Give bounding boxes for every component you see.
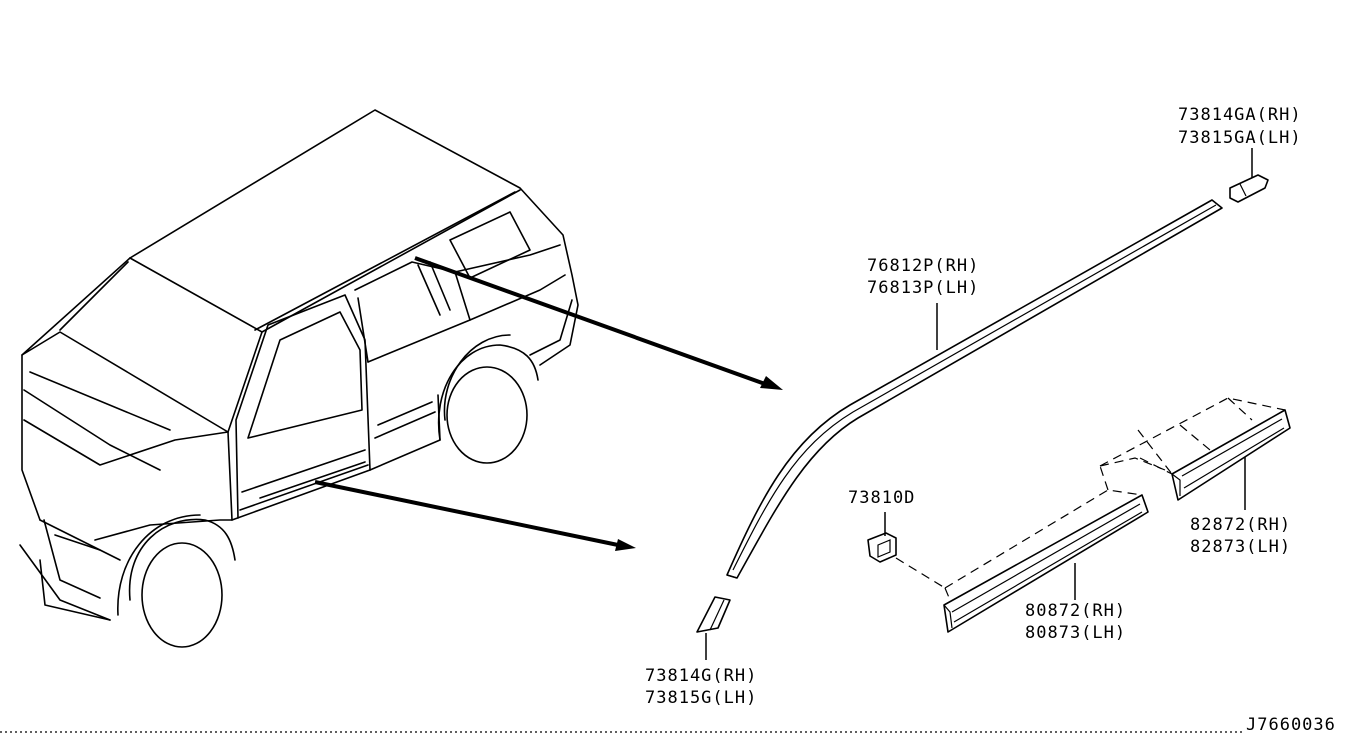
roof-molding-part (726, 199, 1223, 579)
front-door-molding-rh-label: 80872(RH) (1025, 601, 1126, 621)
rear-door-molding-part (1099, 397, 1291, 510)
front-door-molding-lh-label: 80873(LH) (1025, 623, 1126, 643)
front-door-molding-part (943, 457, 1166, 633)
callout-arrows (314, 256, 783, 551)
lower-clip-lh-label: 73815G(LH) (645, 688, 757, 708)
upper-clip-lh-label: 73815GA(LH) (1178, 128, 1302, 148)
lower-clip-part (696, 596, 731, 660)
arrowhead-lower (615, 539, 636, 551)
diagram-id-label: J7660036 (1246, 715, 1336, 735)
upper-clip-rh-label: 73814GA(RH) (1178, 105, 1302, 125)
arrow-lower (314, 480, 619, 547)
roof-molding-rh-label: 76812P(RH) (867, 256, 979, 276)
rear-door-molding-lh-label: 82873(LH) (1190, 537, 1291, 557)
arrow-upper (414, 256, 766, 386)
roof-molding-lh-label: 76813P(LH) (867, 278, 979, 298)
fastener-label: 73810D (848, 488, 915, 508)
upper-clip-part (1229, 148, 1269, 203)
vehicle-illustration (19, 109, 579, 648)
part-labels: 73814GA(RH) 73815GA(LH) 76812P(RH) 76813… (645, 105, 1336, 735)
arrowhead-upper (760, 376, 783, 390)
rear-door-molding-rh-label: 82872(RH) (1190, 515, 1291, 535)
lower-clip-rh-label: 73814G(RH) (645, 666, 757, 686)
fastener-part (867, 512, 946, 589)
